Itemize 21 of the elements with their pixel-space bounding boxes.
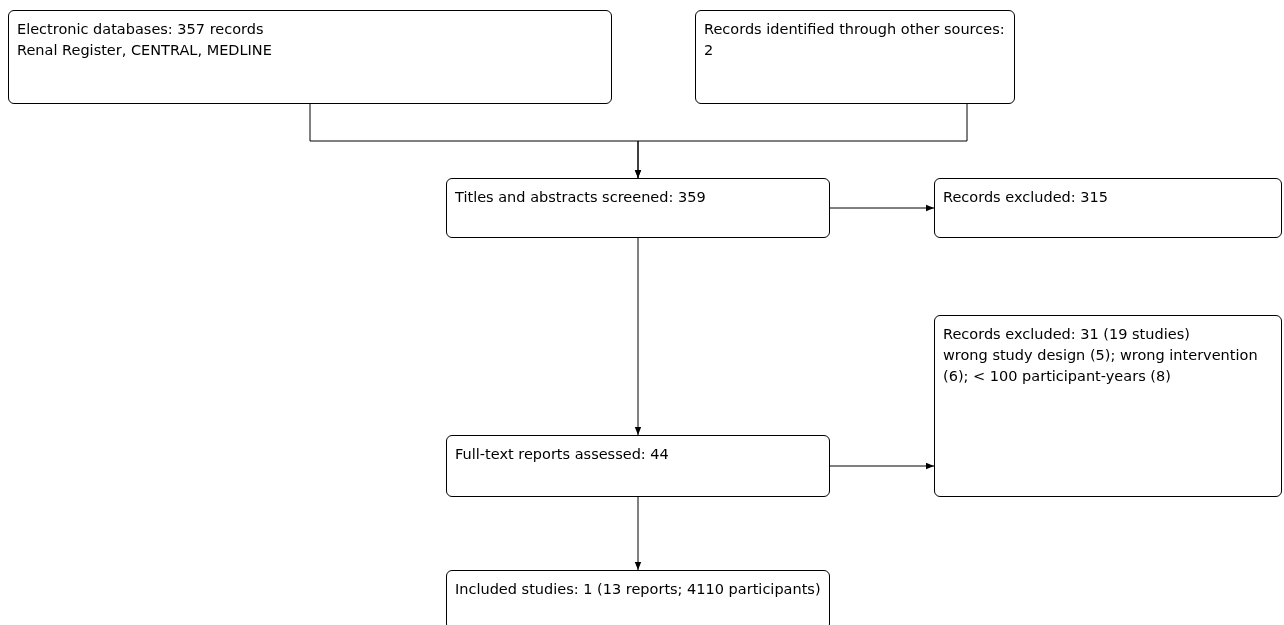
process-box xyxy=(934,315,1282,497)
arrow xyxy=(634,237,642,436)
process-box xyxy=(446,570,830,625)
box-text: Records identified through other sources: 2 xyxy=(704,20,1006,60)
process-box xyxy=(446,435,830,497)
process-box xyxy=(446,178,830,238)
box-text: Full-text reports assessed: 44 xyxy=(455,445,670,464)
arrow xyxy=(829,204,935,212)
box-text: Electronic databases: 357 records xyxy=(17,20,265,39)
process-box xyxy=(8,10,612,104)
arrow xyxy=(634,496,642,571)
arrow xyxy=(829,462,935,470)
box-text: Records excluded: 31 (19 studies) xyxy=(943,325,1191,344)
box-text: Records excluded: 315 xyxy=(943,188,1109,207)
box-text: wrong study design (5); wrong intervention (6); < 100 participant-years (8) xyxy=(943,346,1259,386)
process-box xyxy=(934,178,1282,238)
process-box xyxy=(695,10,1015,104)
box-text: Titles and abstracts screened: 359 xyxy=(455,188,707,207)
arrow xyxy=(634,103,968,179)
box-text: Renal Register, CENTRAL, MEDLINE xyxy=(17,41,273,60)
box-text: Included studies: 1 (13 reports; 4110 participants) xyxy=(455,580,821,599)
